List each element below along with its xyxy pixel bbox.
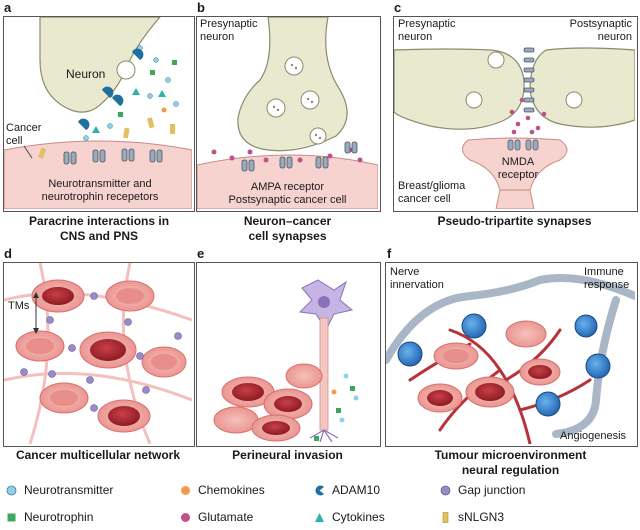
triangle-icon: [315, 512, 324, 522]
legend-snlgn3: sNLGN3: [440, 510, 504, 524]
panel-f-art: [386, 274, 635, 444]
panel-d-art: [4, 263, 192, 444]
legend-glutamate: Glutamate: [180, 510, 253, 524]
angiogenesis-label: Angiogenesis: [560, 430, 627, 442]
immune-label: Immune response: [584, 266, 630, 291]
panel-e-art: [213, 279, 359, 443]
legend-label: Glutamate: [198, 510, 254, 524]
legend-cytokines: Cytokines: [314, 510, 385, 524]
panel-c-letter: c: [394, 0, 402, 15]
presynaptic-label-b: Presynaptic neuron: [200, 18, 258, 43]
caption-d: Cancer multicellular network: [15, 448, 181, 462]
cancer-cell-label: Cancer cell: [6, 122, 42, 147]
glioma-label: Breast/glioma cancer cell: [398, 180, 466, 205]
panel-d-letter: d: [4, 246, 12, 261]
legend-label: ADAM10: [332, 483, 381, 497]
legend-neurotransmitter: Neurotransmitter: [6, 483, 113, 497]
legend-adam10: ADAM10: [314, 483, 380, 497]
panel-a-letter: a: [4, 0, 12, 15]
legend-label: sNLGN3: [458, 510, 505, 524]
caption-e: Perineural invasion: [232, 448, 343, 462]
panel-c-art: [394, 47, 635, 209]
nmda-label: NMDA receptor: [497, 156, 539, 181]
legend-gap-junction: Gap junction: [440, 483, 525, 497]
circle-icon: [6, 485, 17, 495]
tms-label: TMs: [8, 300, 30, 312]
circle-icon: [440, 485, 451, 495]
panel-f-letter: f: [387, 246, 392, 261]
pacman-icon: [315, 485, 324, 495]
neuron-label: Neuron: [66, 67, 106, 81]
caption-a: Paracrine interactions in CNS and PNS: [28, 214, 170, 243]
panel-b-letter: b: [197, 0, 205, 15]
panel-e-letter: e: [197, 246, 205, 261]
ampa-label: AMPA receptor Postsynaptic cancer cell: [228, 181, 347, 206]
circle-icon: [181, 485, 190, 495]
caption-c: Pseudo-tripartite synapses: [437, 214, 592, 228]
caption-b: Neuron–cancer cell synapses: [243, 214, 332, 243]
caption-f: Tumour microenvironment neural regulatio…: [434, 448, 587, 477]
panel-b-art: [197, 17, 378, 209]
receptors-label: Neurotransmitter and neurotrophin recepe…: [41, 178, 159, 203]
circle-icon: [181, 512, 190, 522]
legend-chemokines: Chemokines: [180, 483, 265, 497]
postsynaptic-label: Postsynaptic neuron: [569, 18, 632, 43]
legend-label: Neurotransmitter: [24, 483, 114, 497]
legend-label: Gap junction: [458, 483, 526, 497]
legend-neurotrophin: Neurotrophin: [6, 510, 93, 524]
square-icon: [7, 513, 16, 521]
rect-icon: [442, 511, 449, 523]
legend-label: Chemokines: [198, 483, 265, 497]
presynaptic-label-c: Presynaptic neuron: [398, 18, 456, 43]
panel-a-art: [4, 17, 192, 209]
legend-label: Neurotrophin: [24, 510, 94, 524]
nerve-label: Nerve innervation: [390, 266, 444, 291]
legend-label: Cytokines: [332, 510, 385, 524]
